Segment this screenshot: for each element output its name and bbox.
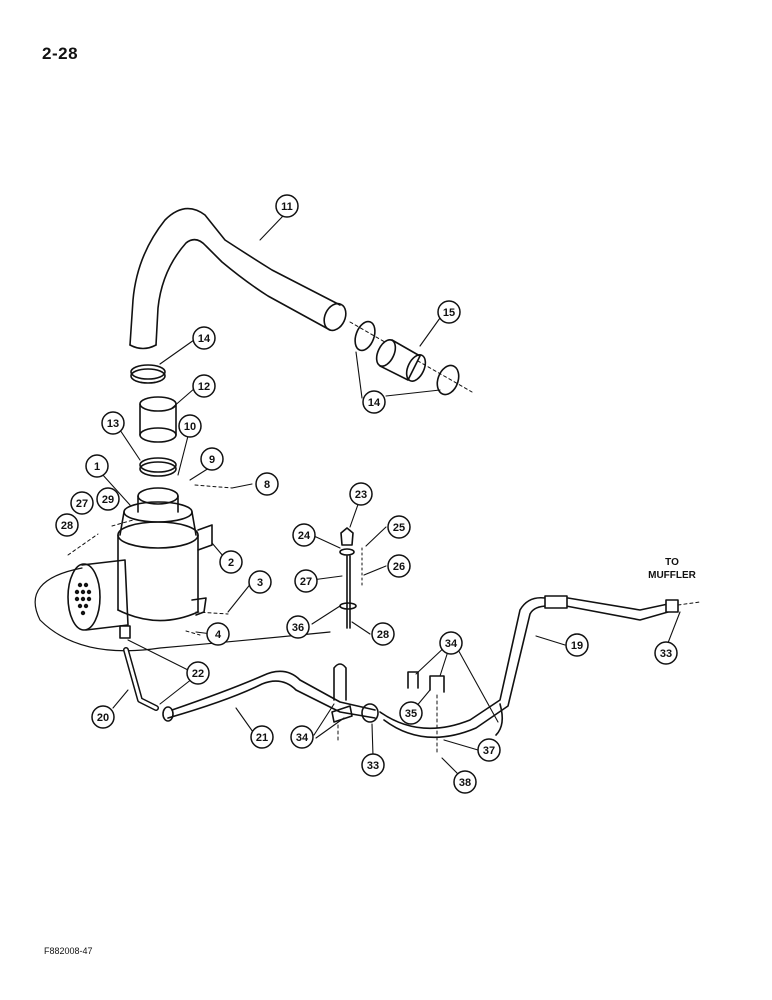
callout-label-20: 20 xyxy=(97,712,109,724)
hardware-dashes xyxy=(67,484,233,636)
callout-label-3: 3 xyxy=(257,577,263,589)
callout-circle-10 xyxy=(178,414,202,438)
callout-label-1: 1 xyxy=(94,461,100,473)
callout-circle-22 xyxy=(186,661,210,685)
callout-circle-14 xyxy=(192,326,216,350)
callout-circle-34 xyxy=(439,631,463,655)
callout-circle-29 xyxy=(96,487,120,511)
callout-circle-21 xyxy=(250,725,274,749)
callout-label-34: 34 xyxy=(445,638,458,650)
callout-circle-4 xyxy=(206,622,230,646)
callout-circle-34 xyxy=(290,725,314,749)
air-cleaner xyxy=(34,487,331,652)
callout-circle-33 xyxy=(361,753,385,777)
u-bolts xyxy=(331,663,504,756)
callout-circle-28 xyxy=(371,622,395,646)
callout-circle-38 xyxy=(453,770,477,794)
callout-label-12: 12 xyxy=(198,381,210,393)
callout-circle-8 xyxy=(255,472,279,496)
callout-label-28: 28 xyxy=(61,520,73,532)
connector-tube xyxy=(139,396,177,477)
callout-label-14: 14 xyxy=(368,397,381,409)
callout-label-27: 27 xyxy=(300,576,312,588)
callout-label-25: 25 xyxy=(393,522,405,534)
callout-circle-36 xyxy=(286,615,310,639)
callout-circle-25 xyxy=(387,515,411,539)
callout-circle-26 xyxy=(387,554,411,578)
callout-label-8: 8 xyxy=(264,479,270,491)
to-muffler-note: TO MUFFLER xyxy=(632,556,712,582)
callout-label-34: 34 xyxy=(296,732,309,744)
callout-label-19: 19 xyxy=(571,640,583,652)
page-number: 2-28 xyxy=(42,44,79,63)
callout-circle-15 xyxy=(437,300,461,324)
callout-label-2: 2 xyxy=(228,557,234,569)
callout-label-4: 4 xyxy=(215,629,222,641)
callout-circle-14 xyxy=(362,390,386,414)
callout-label-10: 10 xyxy=(184,421,196,433)
muffler-pipe xyxy=(379,595,701,739)
figure-code: F882008-47 xyxy=(44,946,93,956)
callout-label-23: 23 xyxy=(355,489,367,501)
callout-label-33: 33 xyxy=(367,760,379,772)
callout-label-27: 27 xyxy=(76,498,88,510)
intake-tube xyxy=(129,207,347,350)
note-line-2: MUFFLER xyxy=(648,570,696,581)
dust-tube xyxy=(123,647,159,711)
hose-clamps xyxy=(130,320,473,396)
callout-circle-23 xyxy=(349,482,373,506)
callout-label-37: 37 xyxy=(483,745,495,757)
callout-label-36: 36 xyxy=(292,622,304,634)
callout-label-21: 21 xyxy=(256,732,268,744)
sleeve xyxy=(375,339,427,382)
callout-circle-13 xyxy=(101,411,125,435)
callout-label-24: 24 xyxy=(298,530,311,542)
callout-label-33: 33 xyxy=(660,648,672,660)
callout-label-14: 14 xyxy=(198,333,211,345)
callout-label-13: 13 xyxy=(107,418,119,430)
callout-circle-28 xyxy=(55,513,79,537)
callout-circle-35 xyxy=(399,701,423,725)
aspirator-tube xyxy=(162,670,376,722)
callout-circle-27 xyxy=(70,491,94,515)
callout-circle-33 xyxy=(654,641,678,665)
leader-lines xyxy=(101,215,681,777)
callout-label-29: 29 xyxy=(102,494,114,506)
callout-label-15: 15 xyxy=(443,307,455,319)
callout-circle-2 xyxy=(219,550,243,574)
callout-circle-20 xyxy=(91,705,115,729)
callout-label-11: 11 xyxy=(281,201,293,213)
callout-circle-1 xyxy=(85,454,109,478)
callout-label-38: 38 xyxy=(459,777,471,789)
note-line-1: TO xyxy=(665,557,679,568)
callout-circle-9 xyxy=(200,447,224,471)
callout-label-28: 28 xyxy=(377,629,389,641)
mount-stud xyxy=(339,527,363,629)
callout-label-9: 9 xyxy=(209,454,215,466)
callout-label-26: 26 xyxy=(393,561,405,573)
callout-circle-24 xyxy=(292,523,316,547)
callout-circle-27 xyxy=(294,569,318,593)
callout-circle-37 xyxy=(477,738,501,762)
callout-circle-11 xyxy=(275,194,299,218)
callout-circle-3 xyxy=(248,570,272,594)
callout-label-35: 35 xyxy=(405,708,417,720)
callout-circle-19 xyxy=(565,633,589,657)
callout-circle-12 xyxy=(192,374,216,398)
callout-label-22: 22 xyxy=(192,668,204,680)
